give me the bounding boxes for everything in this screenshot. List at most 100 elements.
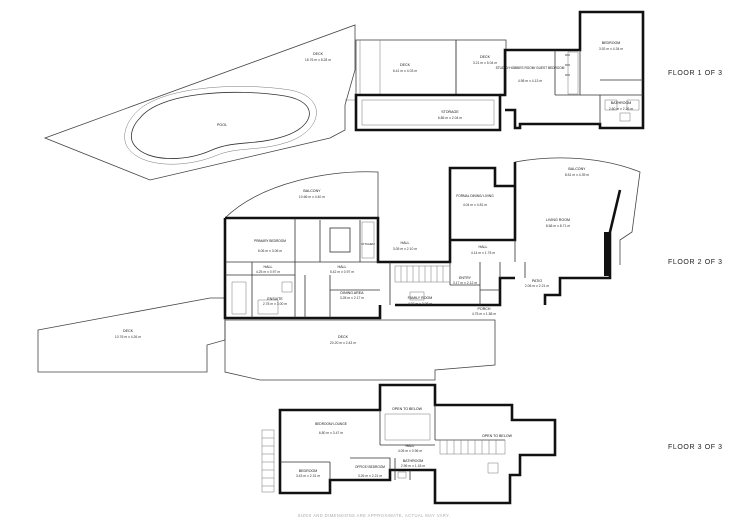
bath-fixture	[604, 99, 640, 111]
porch-dim: 4.75 m x 1.58 m	[472, 312, 496, 316]
primary-dim: 6.06 m x 3.06 m	[258, 249, 282, 253]
hall-m-dim: 5.42 m x 0.97 m	[330, 270, 354, 274]
floor-2-balcony-left-outline	[224, 171, 379, 219]
floor-1-deck-large-name: DECK	[313, 52, 324, 56]
porch-name: PORCH	[478, 307, 491, 311]
floor-2-stairs	[394, 265, 451, 283]
ensuite-dim: 2.78 m x 3.00 m	[263, 302, 287, 306]
dining-dim: 3.28 m x 2.17 m	[340, 296, 364, 300]
primary-robes	[231, 281, 247, 315]
hall-r-name: HALL	[479, 245, 488, 249]
balcony-left-name: BALCONY	[303, 189, 321, 193]
pool-outline	[130, 91, 310, 159]
hall-c-name: HALL	[401, 241, 410, 245]
hall-c-dim: 3.05 m x 2.10 m	[393, 247, 417, 251]
floor-1-plan: DECK 18.76 m x 8.28 m POOL DECK 6.41 m x…	[43, 10, 723, 181]
balcony-right-dim: 8.51 m x 4.39 m	[565, 173, 589, 177]
studio-dim: 4.98 m x 4.13 m	[518, 79, 542, 83]
open-below-2: OPEN TO BELOW	[482, 434, 513, 438]
floor-1-house-walls	[500, 10, 645, 130]
lounge-dim: 6.80 m x 3.47 m	[319, 431, 343, 435]
balcony-right-name: BALCONY	[568, 167, 586, 171]
floor-1-storage-walls	[354, 93, 502, 132]
ensuite-name: ENSUITE	[267, 297, 283, 301]
floor-2-label: FLOOR 2 OF 3	[668, 259, 723, 266]
family-dim: 4.92 m x 3.08 m	[408, 302, 432, 306]
floor-1-bathroom-name: BATHROOM	[611, 101, 632, 105]
floor-3-exterior-steps	[261, 429, 275, 493]
floor-3-bathroom-name: BATHROOM	[403, 459, 424, 463]
floor-1-deck-large-dim: 18.76 m x 8.28 m	[305, 58, 331, 62]
floor-3-label: FLOOR 3 OF 3	[668, 444, 723, 451]
pool-coping	[124, 86, 317, 165]
kitchen-name: KITCHEN	[361, 242, 374, 246]
ensuite-fixtures	[257, 281, 293, 315]
deck-bottom-dim: 20.20 m x 2.43 m	[330, 341, 356, 345]
floor-3-bedroom-name: BEDROOM	[299, 469, 318, 473]
floor-1-deck-mid	[355, 39, 457, 96]
floor-1-bedroom-dim: 3.92 m x 4.34 m	[599, 47, 623, 51]
entry-dim: 3.17 m x 2.12 m	[453, 281, 477, 285]
office-name: OFFICE/ BEDROOM	[355, 465, 385, 469]
hall-r-dim: 4.14 m x 1.75 m	[471, 251, 495, 255]
disclaimer-footer: SIZES AND DIMENSIONS ARE APPROXIMATE, AC…	[298, 513, 451, 518]
deck-left-name: DECK	[123, 329, 134, 333]
floor-1-bathroom-dim: 2.60 m x 2.26 m	[609, 107, 633, 111]
living-dim: 8.68 m x 8.71 m	[546, 224, 570, 228]
patio-name: PATIO	[532, 279, 542, 283]
floor-1-deck-mid-dim: 6.41 m x 4.03 m	[393, 69, 417, 73]
floor-2-deck-bottom-outline	[224, 319, 496, 381]
floor-3-open-void	[384, 413, 431, 441]
kitchen-counter	[361, 221, 375, 259]
open-below-1: OPEN TO BELOW	[392, 407, 423, 411]
hall-l-name: HALL	[264, 265, 273, 269]
floor-3-hall-name: HALL	[406, 444, 415, 448]
patio-dim: 2.06 m x 2.21 m	[525, 284, 549, 288]
office-dim: 3.26 m x 2.21 m	[358, 474, 382, 478]
storage-name: STORAGE	[441, 110, 459, 114]
living-name: LIVING ROOM	[546, 218, 570, 222]
studio-name: STUDIO/ HOBBIES ROOM/ GUEST BEDROOM	[496, 66, 565, 70]
floor-1-stair-strip	[567, 51, 579, 95]
floor-1-deck-mid-lines	[359, 40, 381, 95]
floor-2-deck-left-outline	[37, 297, 226, 373]
floor-1-deck-mid-name: DECK	[400, 63, 411, 67]
floor-2-inner-walls	[225, 218, 526, 318]
entry-name: ENTRY	[459, 276, 472, 280]
family-name: FAMILY ROOM	[408, 296, 433, 300]
floor-2-balcony-right-outline	[514, 157, 641, 265]
pool-label: POOL	[217, 123, 227, 127]
lounge-name: BEDROOM/ LOUNGE	[315, 422, 347, 426]
floor-1-bedroom-name: BEDROOM	[602, 41, 621, 45]
floor-1-inner-walls	[554, 50, 643, 124]
floor-2-plan: BALCONY 10.66 m x 4.40 m FORMAL DINING/ …	[37, 157, 723, 381]
floor-2-house-walls	[223, 162, 622, 320]
formal-dim: 4.04 m x 4.81 m	[463, 203, 487, 207]
floor-1-deck-outline	[43, 24, 356, 181]
bath-vanity	[619, 112, 631, 122]
floor-3-plan: BEDROOM/ LOUNGE 6.80 m x 3.47 m OPEN TO …	[261, 383, 723, 505]
deck-left-dim: 10.76 m x 4.26 m	[115, 335, 141, 339]
floor-3-fixtures	[397, 462, 499, 479]
floor-1-deck-small-name: DECK	[480, 55, 491, 59]
floor-1-storage-inner	[361, 99, 495, 126]
floor-3-hall-dim: 4.05 m x 0.96 m	[398, 449, 422, 453]
dining-name: DINING AREA	[340, 291, 364, 295]
floor-3-bathroom-dim: 2.96 m x 1.18 m	[401, 464, 425, 468]
hall-m-name: HALL	[338, 265, 347, 269]
storage-dim: 6.86 m x 2.04 m	[438, 116, 462, 120]
family-table	[409, 291, 425, 301]
floor-3-outer-walls	[278, 383, 557, 505]
floor-1-deck-small-dim: 3.21 m x 5.04 m	[473, 61, 497, 65]
balcony-left-dim: 10.66 m x 4.40 m	[299, 195, 325, 199]
formal-name: FORMAL DINING/ LIVING	[456, 194, 494, 198]
kitchen-island	[329, 227, 351, 253]
deck-bottom-name: DECK	[338, 335, 349, 339]
floor-3-stairs	[439, 439, 506, 455]
floor-1-label: FLOOR 1 OF 3	[668, 70, 723, 77]
hall-l-dim: 4.25 m x 0.97 m	[256, 270, 280, 274]
fireplace	[604, 232, 611, 276]
primary-name: PRIMARY BEDROOM	[254, 239, 286, 243]
floor-3-bedroom-dim: 3.43 m x 2.31 m	[296, 474, 320, 478]
